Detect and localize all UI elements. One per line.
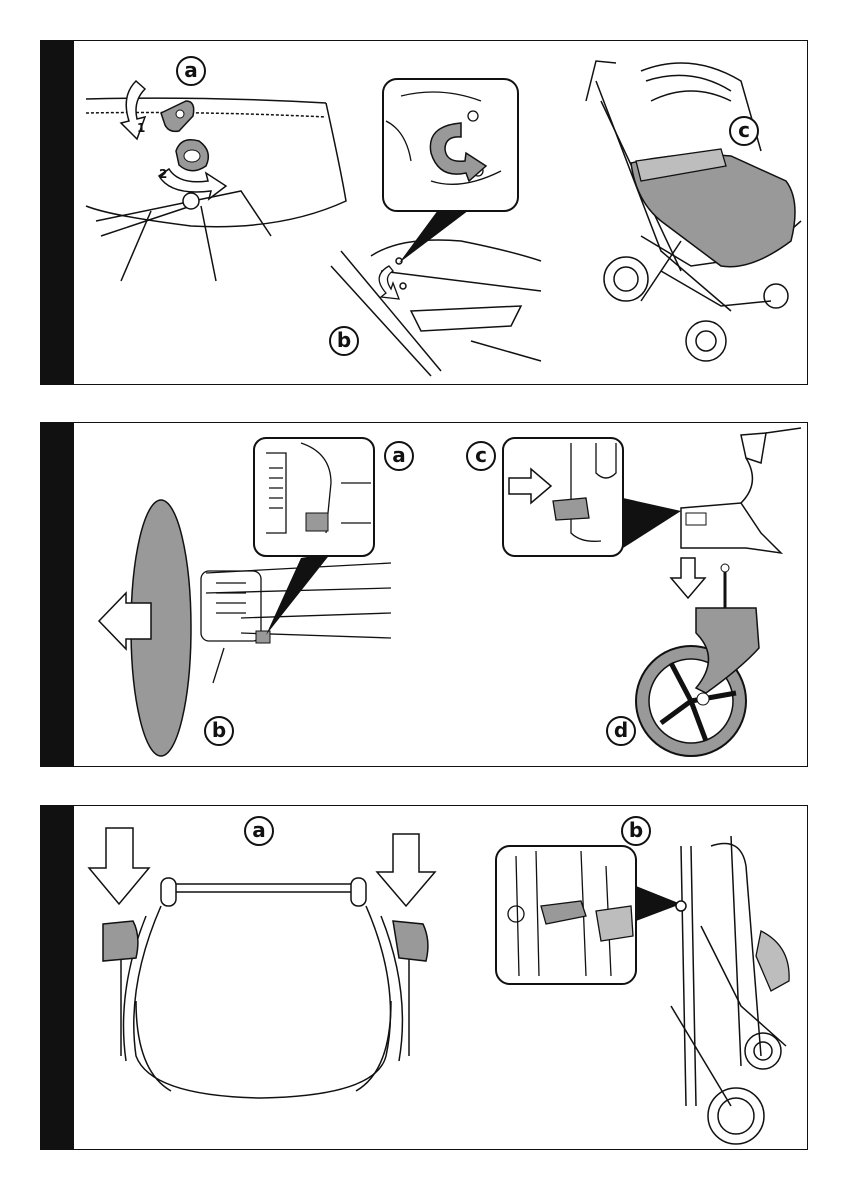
step-label-c: c xyxy=(729,116,759,146)
front-fork xyxy=(681,428,801,553)
fold-button-left xyxy=(103,921,138,961)
zoom-inset-box xyxy=(254,438,374,556)
step-label-b: b xyxy=(204,716,234,746)
panel-3-illustration xyxy=(41,806,808,1150)
zoom-wedge xyxy=(623,498,681,548)
instruction-panel-3: a b xyxy=(40,805,808,1150)
step-label-d: d xyxy=(606,716,636,746)
step-label-b: b xyxy=(329,326,359,356)
handlebar-frame xyxy=(121,884,409,1098)
curved-rotate-arrow-icon xyxy=(379,266,399,299)
zoom-wedge xyxy=(266,553,331,635)
down-arrow-icon xyxy=(89,828,149,904)
down-arrow-icon xyxy=(671,558,705,598)
step-label-a: a xyxy=(176,56,206,86)
fold-button-right xyxy=(393,921,428,961)
step-label-a: a xyxy=(244,816,274,846)
instruction-panel-2: a b c d xyxy=(40,422,808,767)
instruction-panel-1: a b c 1 2 xyxy=(40,40,808,385)
arrow-number-2: 2 xyxy=(159,167,167,181)
step-label-a: a xyxy=(384,441,414,471)
seat-fastening-detail xyxy=(331,240,541,376)
step-label-b: b xyxy=(621,816,651,846)
folded-stroller xyxy=(671,836,786,1144)
panel-2-illustration xyxy=(41,423,808,767)
step-label-c: c xyxy=(466,441,496,471)
zoom-inset-box xyxy=(503,438,623,556)
down-arrow-icon xyxy=(377,834,435,906)
arrow-number-1: 1 xyxy=(137,121,145,135)
zoom-inset-box xyxy=(383,79,518,211)
panel-1-illustration xyxy=(41,41,808,385)
zoom-wedge xyxy=(636,886,681,921)
